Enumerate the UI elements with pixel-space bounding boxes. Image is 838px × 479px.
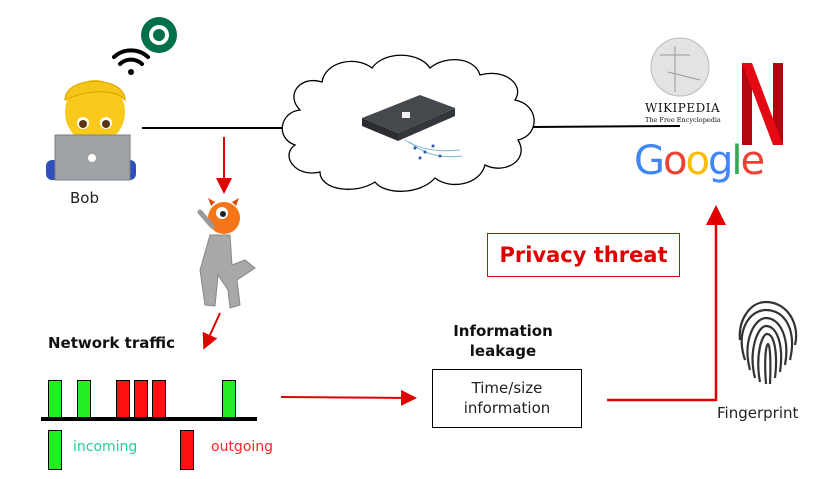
wikipedia-tagline: The Free Encyclopedia [645,116,721,124]
box-line1: Time/size [471,379,543,397]
packet-outgoing [152,380,166,419]
legend-incoming-swatch [48,430,62,470]
legend-outgoing-swatch [180,430,194,470]
starbucks-logo-icon [141,17,177,53]
leakage-title-line1: Information [453,322,553,340]
google-letter: o [685,138,710,184]
timeline-axis [41,417,257,421]
packet-incoming [77,380,91,419]
google-letter: o [663,138,688,184]
bob-avatar-icon [46,80,136,181]
capture-arrow [202,312,221,350]
google-letter: l [731,138,742,184]
google-logo: Google [634,138,765,184]
google-letter: e [740,138,765,184]
box-line2: information [463,399,551,417]
packet-outgoing [134,380,148,419]
legend-incoming-label: incoming [73,439,138,455]
netflix-logo-icon [742,63,783,145]
wifi-icon [112,48,150,75]
fingerprint-label: Fingerprint [717,404,799,422]
fingerprint-icon [738,300,798,385]
legend-outgoing-label: outgoing [211,439,274,455]
network-traffic-title: Network traffic [48,334,175,352]
leakage-title-line2: leakage [469,342,537,360]
attacker-icon [197,198,256,309]
traffic-to-leakage-arrow [280,389,417,406]
google-letter: g [707,138,733,184]
time-size-info-box: Time/size information [432,369,582,428]
packet-incoming [48,380,62,419]
leakage-to-website-arrow [607,205,726,402]
wikipedia-wordmark: WIKIPEDIA [645,101,721,115]
google-letter: G [634,138,665,184]
packet-outgoing [116,380,130,419]
information-leakage-title: Information leakage [438,321,568,361]
connection-cloud-to-websites [532,125,681,128]
privacy-threat-label: Privacy threat [487,233,680,277]
packet-incoming [222,380,236,419]
router-icon [362,95,463,160]
user-name-label: Bob [70,189,99,207]
wikipedia-globe-icon [650,37,710,97]
